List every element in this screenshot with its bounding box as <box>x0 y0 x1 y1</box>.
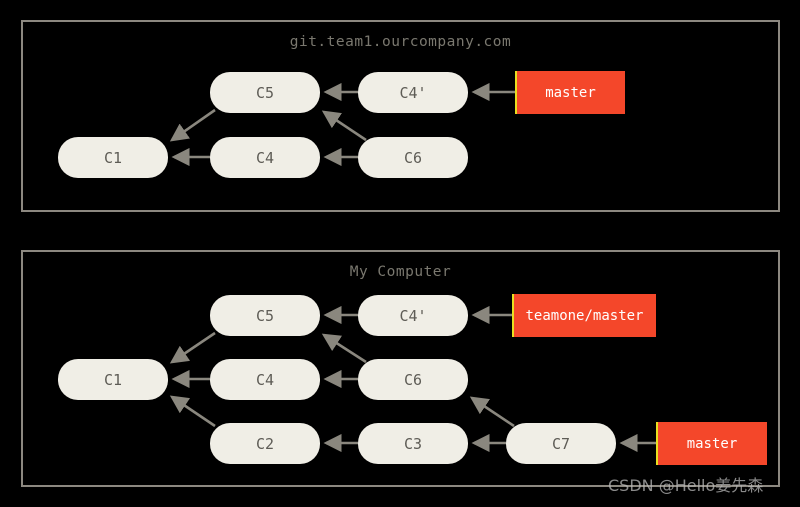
commit-node-c4-remote: C4 <box>210 137 320 178</box>
branch-ref-master-remote: master <box>515 71 625 114</box>
commit-node-c1-local: C1 <box>58 359 168 400</box>
panel-title-local: My Computer <box>349 264 452 280</box>
commit-node-c4-local: C4 <box>210 359 320 400</box>
branch-ref-master-local: master <box>656 422 767 465</box>
commit-node-c4prime-local: C4' <box>358 295 468 336</box>
commit-node-c5-local: C5 <box>210 295 320 336</box>
panel-local-repository: My Computer <box>21 250 780 487</box>
panel-remote-repository: git.team1.ourcompany.com <box>21 20 780 212</box>
commit-node-c7-local: C7 <box>506 423 616 464</box>
commit-node-c6-remote: C6 <box>358 137 468 178</box>
commit-node-c6-local: C6 <box>358 359 468 400</box>
commit-node-c4prime-remote: C4' <box>358 72 468 113</box>
commit-node-c5-remote: C5 <box>210 72 320 113</box>
branch-ref-teamone-master-local: teamone/master <box>512 294 656 337</box>
watermark-text: CSDN @Hello姜先森 <box>608 476 764 495</box>
panel-title-remote: git.team1.ourcompany.com <box>289 34 512 50</box>
commit-node-c3-local: C3 <box>358 423 468 464</box>
commit-node-c1-remote: C1 <box>58 137 168 178</box>
commit-node-c2-local: C2 <box>210 423 320 464</box>
